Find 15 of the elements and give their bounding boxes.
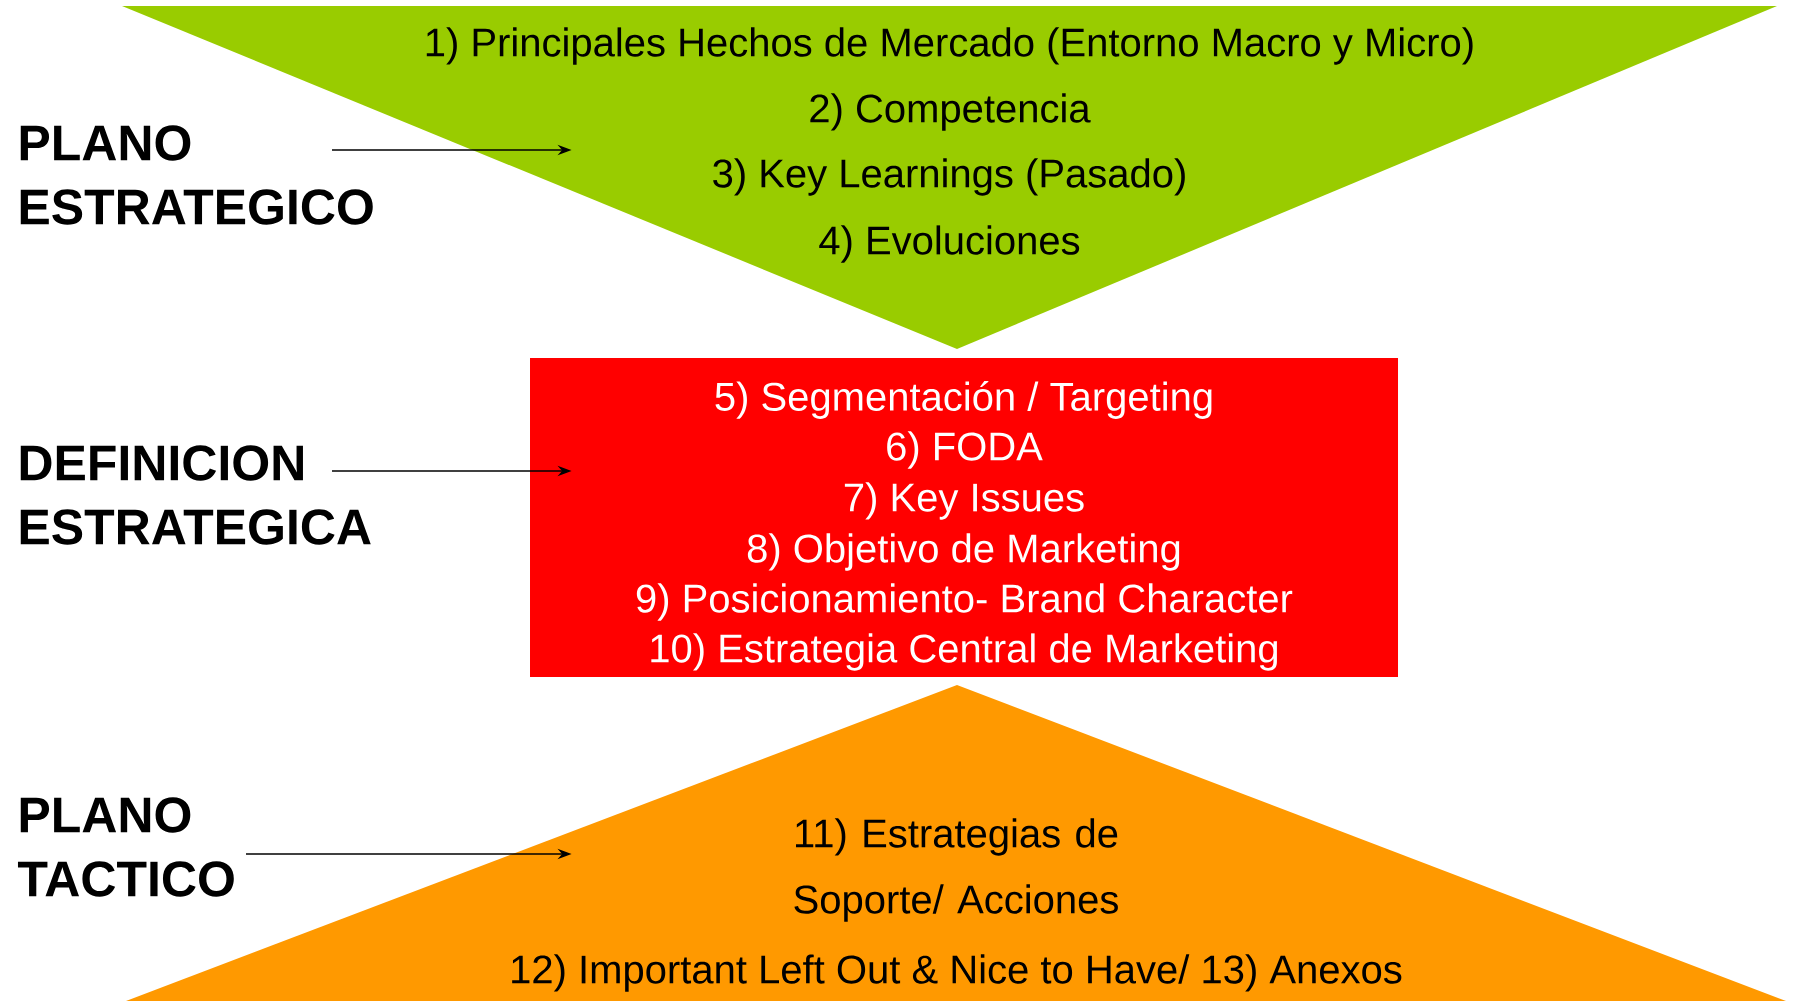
- list-item: 2) Competencia: [810, 93, 1091, 131]
- list-item: 9) Posicionamiento- Brand Character: [636, 583, 1293, 621]
- list-item: 8) Objetivo de Marketing: [747, 533, 1180, 571]
- list-item: 11) Estrategias de Soporte/ Acciones: [794, 818, 1118, 922]
- level-label: PLANO TACTICO: [18, 797, 234, 897]
- list-item: 10) Estrategia Central de Marketing: [651, 633, 1278, 671]
- list-item: 3) Key Learnings (Pasado): [713, 158, 1185, 196]
- level-label: PLANO ESTRATEGICO: [20, 125, 373, 225]
- level-label: DEFINICION ESTRATEGICA: [20, 445, 371, 545]
- list-item: 1) Principales Hechos de Mercado (Entorno Macro y Micro): [426, 27, 1473, 65]
- list-item: 7) Key Issues: [844, 482, 1084, 520]
- list-item: 12) Important Left Out & Nice to Have/ 13) Anexos: [512, 954, 1402, 992]
- list-item: 5) Segmentación / Targeting: [715, 381, 1212, 419]
- list-item: 4) Evoluciones: [819, 225, 1080, 263]
- list-item: 6) FODA: [887, 431, 1043, 469]
